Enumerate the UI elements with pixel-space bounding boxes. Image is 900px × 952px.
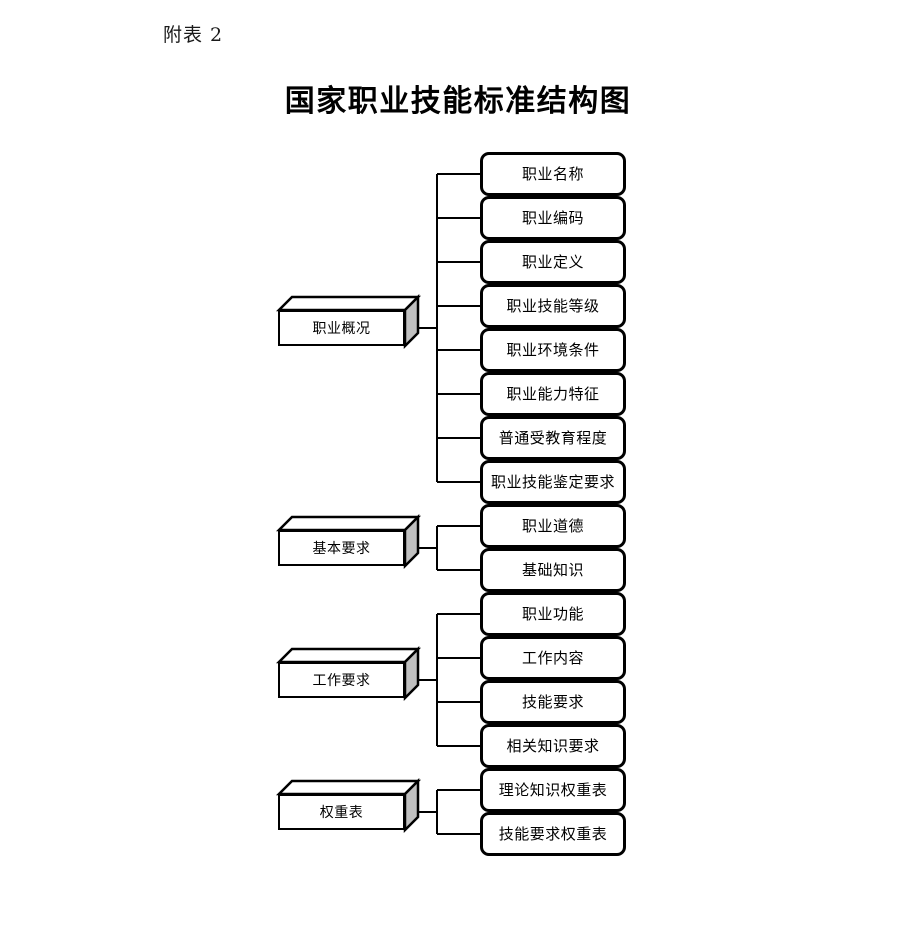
prism-side-face	[403, 645, 420, 702]
prism-faces	[275, 293, 422, 350]
category-box-work-requirements[interactable]: 工作要求	[275, 645, 422, 702]
leaf-label: 技能要求权重表	[498, 824, 608, 843]
leaf-box-occupation-code[interactable]: 职业编码	[480, 196, 626, 240]
leaf-label: 工作内容	[521, 648, 584, 667]
leaf-box-skill-requirements[interactable]: 技能要求	[480, 680, 626, 724]
leaf-box-professional-ethics[interactable]: 职业道德	[480, 504, 626, 548]
leaf-label: 职业功能	[521, 604, 584, 623]
category-label: 职业概况	[312, 321, 371, 337]
prism-front-face: 职业概况	[278, 310, 405, 346]
leaf-box-basic-knowledge[interactable]: 基础知识	[480, 548, 626, 592]
category-label: 权重表	[319, 805, 364, 821]
prism-top-face	[275, 515, 422, 532]
prism-top-face	[275, 779, 422, 796]
prism-side-face	[403, 513, 420, 570]
leaf-box-related-knowledge[interactable]: 相关知识要求	[480, 724, 626, 768]
document-label: 附表 2	[163, 24, 224, 46]
leaf-box-occupation-name[interactable]: 职业名称	[480, 152, 626, 196]
leaf-box-general-education[interactable]: 普通受教育程度	[480, 416, 626, 460]
leaf-label: 职业定义	[521, 252, 584, 271]
category-box-basic-requirements[interactable]: 基本要求	[275, 513, 422, 570]
prism-side-face	[403, 777, 420, 834]
leaf-box-skill-appraisal-requirements[interactable]: 职业技能鉴定要求	[480, 460, 626, 504]
leaf-box-work-content[interactable]: 工作内容	[480, 636, 626, 680]
leaf-label: 职业技能鉴定要求	[490, 472, 615, 491]
category-label: 基本要求	[312, 541, 371, 557]
leaf-box-skill-requirement-weight[interactable]: 技能要求权重表	[480, 812, 626, 856]
leaf-label: 理论知识权重表	[498, 780, 608, 799]
prism-front-face: 权重表	[278, 794, 405, 830]
leaf-label: 职业道德	[521, 516, 584, 535]
leaf-label: 技能要求	[521, 692, 584, 711]
leaf-label: 职业能力特征	[506, 384, 600, 403]
prism-front-face: 工作要求	[278, 662, 405, 698]
leaf-label: 相关知识要求	[506, 736, 600, 755]
prism-front-face: 基本要求	[278, 530, 405, 566]
leaf-label: 职业编码	[521, 208, 584, 227]
category-label: 工作要求	[312, 673, 371, 689]
page-title: 国家职业技能标准结构图	[0, 76, 900, 120]
leaf-label: 职业环境条件	[506, 340, 600, 359]
leaf-box-skill-level[interactable]: 职业技能等级	[480, 284, 626, 328]
leaf-box-environment-conditions[interactable]: 职业环境条件	[480, 328, 626, 372]
prism-top-face	[275, 295, 422, 312]
leaf-box-job-functions[interactable]: 职业功能	[480, 592, 626, 636]
leaf-label: 普通受教育程度	[498, 428, 608, 447]
page-title-text: 国家职业技能标准结构图	[284, 84, 632, 119]
leaf-box-theory-knowledge-weight[interactable]: 理论知识权重表	[480, 768, 626, 812]
category-box-overview[interactable]: 职业概况	[275, 293, 422, 350]
leaf-label: 基础知识	[521, 560, 584, 579]
prism-faces	[275, 645, 422, 702]
leaf-box-ability-characteristics[interactable]: 职业能力特征	[480, 372, 626, 416]
prism-top-face	[275, 647, 422, 664]
category-box-weight-tables[interactable]: 权重表	[275, 777, 422, 834]
leaf-box-occupation-definition[interactable]: 职业定义	[480, 240, 626, 284]
leaf-label: 职业技能等级	[506, 296, 600, 315]
prism-side-face	[403, 293, 420, 350]
leaf-label: 职业名称	[521, 164, 584, 183]
prism-faces	[275, 777, 422, 834]
